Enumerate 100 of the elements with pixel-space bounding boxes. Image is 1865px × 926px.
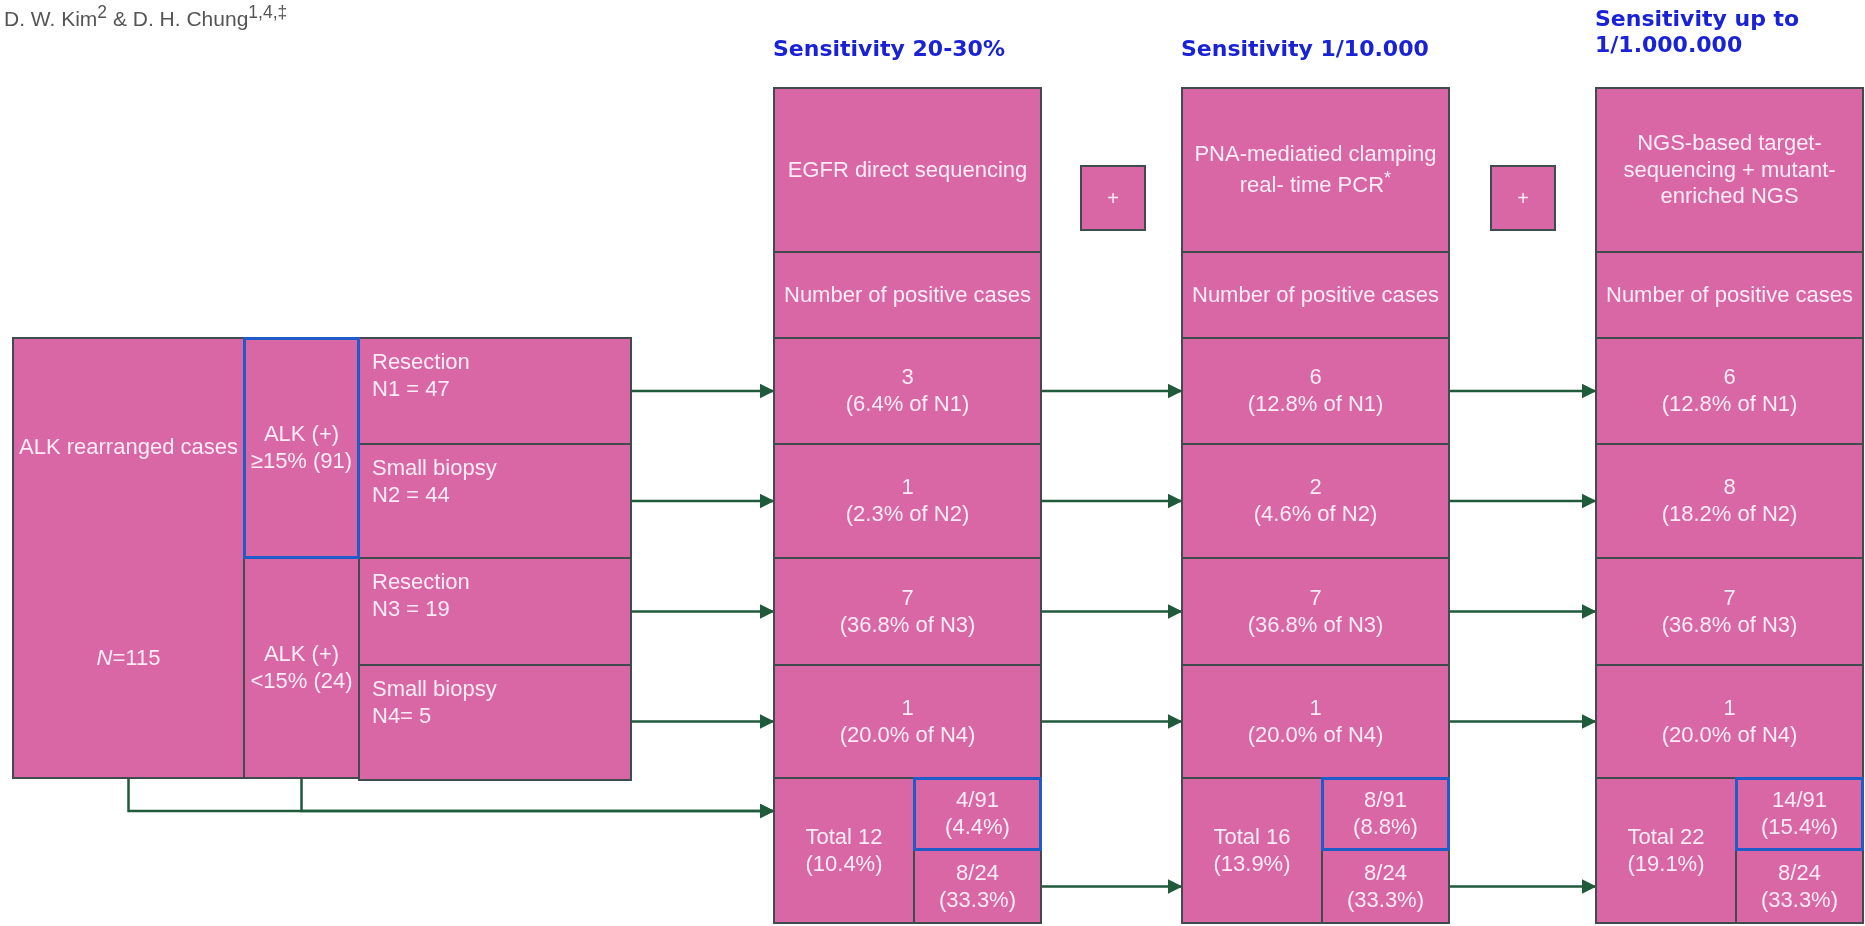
arrow xyxy=(1042,604,1183,619)
plus-sign: + xyxy=(1516,185,1530,211)
cell-text: 14/91 xyxy=(1770,787,1829,814)
cell-text: (13.9%) xyxy=(1212,850,1292,878)
cell-text: NGS-based target- sequencing + mutant-enriched NGS xyxy=(1622,129,1837,211)
sensitivity-heading: Sensitivity 20-30% xyxy=(773,36,1006,63)
arrow xyxy=(632,604,775,619)
cell-text: Small biopsy xyxy=(371,676,498,703)
cell-text: N3 = 19 xyxy=(371,595,451,623)
cell-text: ALK (+) ≥15% (91) xyxy=(249,421,354,475)
cell-text: (12.8% of N1) xyxy=(1246,391,1385,418)
cell-text: (33.3%) xyxy=(1759,886,1839,914)
result-cell xyxy=(1181,664,1450,779)
total-cell xyxy=(1181,777,1323,924)
arrow xyxy=(1450,383,1597,399)
fraction-cell xyxy=(913,777,1042,851)
result-cell xyxy=(1595,337,1864,445)
total-cell xyxy=(1595,777,1737,924)
category-cell xyxy=(243,337,360,559)
cell-text: (8.8%) xyxy=(1352,814,1419,841)
cell-text: Small biopsy xyxy=(371,455,498,482)
cell-text: N=115 xyxy=(95,645,162,672)
cell-text: Number of positive cases xyxy=(1605,281,1854,309)
header-cell xyxy=(1181,251,1450,339)
cell-text: 7 xyxy=(1722,584,1737,612)
method-header-cell xyxy=(773,87,1042,253)
cell-text: N1 = 47 xyxy=(371,375,451,403)
cell-text: (15.4%) xyxy=(1759,814,1839,841)
cell-text: Total 16 xyxy=(1212,823,1292,851)
cell-text: (33.3%) xyxy=(937,886,1017,914)
cell-text: 2 xyxy=(1308,474,1323,501)
cell-text: (18.2% of N2) xyxy=(1660,501,1799,528)
arrow xyxy=(632,383,775,399)
cell-text: (36.8% of N3) xyxy=(1246,611,1385,639)
arrow xyxy=(300,779,775,819)
cell-text: 1 xyxy=(1308,694,1323,722)
cell-text: N2 = 44 xyxy=(371,481,451,509)
fraction-cell xyxy=(1321,849,1450,924)
sensitivity-heading: Sensitivity up to 1/1.000.000 xyxy=(1595,6,1801,59)
plus-box xyxy=(1080,165,1146,231)
arrow xyxy=(1042,383,1183,399)
cell-text: 7 xyxy=(900,584,915,612)
cell-text: (2.3% of N2) xyxy=(844,501,971,528)
cell-text: 6 xyxy=(1308,364,1323,391)
sample-cell xyxy=(358,337,632,445)
sample-cell xyxy=(358,664,632,781)
result-cell xyxy=(1181,557,1450,666)
cell-text: 7 xyxy=(1308,584,1323,612)
arrow xyxy=(1450,604,1597,619)
cell-text: 8/91 xyxy=(1363,787,1408,814)
result-cell xyxy=(773,443,1042,559)
cell-text: 3 xyxy=(900,364,915,391)
cell-text: (36.8% of N3) xyxy=(838,611,977,639)
cell-text: 8/24 xyxy=(955,859,1000,887)
arrow xyxy=(632,493,775,509)
fraction-cell xyxy=(1735,849,1864,924)
cell-text: 6 xyxy=(1722,364,1737,391)
cell-text: Number of positive cases xyxy=(783,281,1032,309)
cell-text: (20.0% of N4) xyxy=(1660,721,1799,749)
method-header-cell xyxy=(1595,87,1864,253)
cell-text: (20.0% of N4) xyxy=(1246,721,1385,749)
cell-text: (6.4% of N1) xyxy=(844,391,971,418)
cell-text: 1 xyxy=(1722,694,1737,722)
plus-sign: + xyxy=(1106,185,1120,211)
arrow xyxy=(1042,493,1183,509)
cell-text: (10.4%) xyxy=(804,850,884,878)
method-header-cell xyxy=(1181,87,1450,253)
cell-text: 8/24 xyxy=(1363,859,1408,887)
cell-text: N4= 5 xyxy=(371,702,433,730)
arrow xyxy=(1450,879,1597,894)
result-cell xyxy=(1595,664,1864,779)
cell-text: 1 xyxy=(900,694,915,722)
cell-text: (33.3%) xyxy=(1345,886,1425,914)
result-cell xyxy=(773,664,1042,779)
cell-text: (19.1%) xyxy=(1626,850,1706,878)
result-cell xyxy=(773,337,1042,445)
cell-text: 8 xyxy=(1722,474,1737,501)
cell-text: PNA-mediatied clamping real- time PCR$^{*}$ xyxy=(1193,140,1438,200)
cell-text: 4/91 xyxy=(955,787,1000,814)
cell-text: Total 12 xyxy=(804,823,884,851)
result-cell xyxy=(1595,443,1864,559)
arrow xyxy=(1042,714,1183,729)
fraction-cell xyxy=(913,849,1042,924)
cell-text: 1 xyxy=(900,474,915,501)
result-cell xyxy=(1181,443,1450,559)
category-cell xyxy=(12,337,245,779)
cell-text: 8/24 xyxy=(1777,859,1822,887)
sample-cell xyxy=(358,443,632,559)
cell-text: EGFR direct sequencing xyxy=(786,156,1029,184)
cell-text: (36.8% of N3) xyxy=(1660,611,1799,639)
arrow xyxy=(1450,493,1597,509)
header-cell xyxy=(773,251,1042,339)
result-cell xyxy=(773,557,1042,666)
arrow xyxy=(1450,714,1597,729)
result-cell xyxy=(1181,337,1450,445)
fraction-cell xyxy=(1321,777,1450,851)
total-cell xyxy=(773,777,915,924)
cell-text: Resection xyxy=(371,349,471,376)
cell-text: ALK (+) <15% (24) xyxy=(249,641,354,695)
cell-text: Resection xyxy=(371,569,471,596)
